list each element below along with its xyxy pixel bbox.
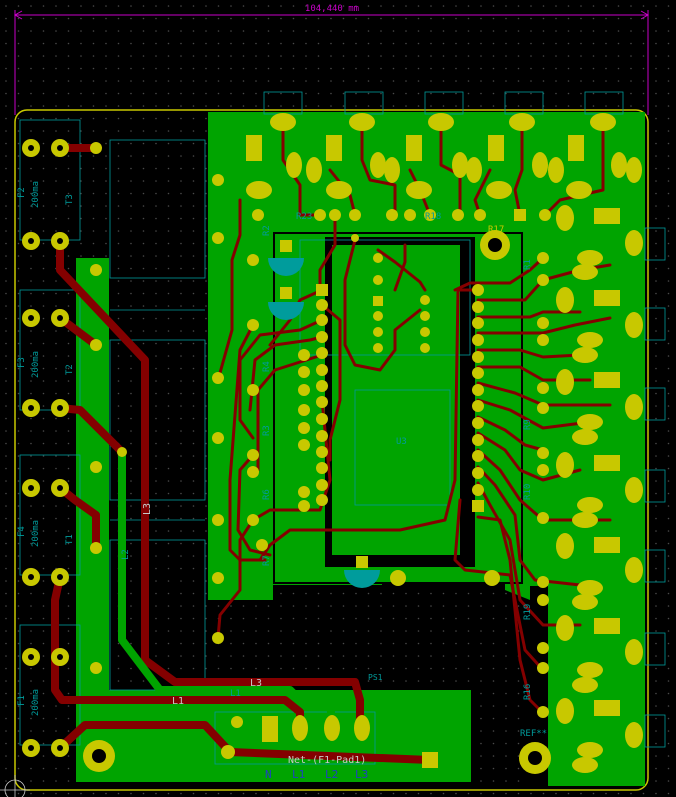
u3-left-header — [298, 284, 328, 512]
label-r4: R4 — [262, 361, 272, 372]
label-u3: U3 — [396, 437, 407, 447]
fuse-f2-ref: F2 — [17, 187, 27, 198]
trace-label-l3-vertical: L3 — [142, 503, 153, 515]
u3-inner-pour — [332, 245, 460, 555]
label-r23: R23 — [296, 212, 312, 222]
label-r1: R1 — [523, 259, 533, 270]
traces — [51, 120, 612, 764]
label-r19: R19 — [523, 604, 533, 620]
net-label: Net-(F1-Pad1) — [288, 755, 366, 766]
trace-label-l1: L1 — [172, 696, 184, 707]
trace-labels: L3 L1 L3 Net-(F1-Pad1) — [142, 503, 366, 766]
board-outline — [14, 109, 649, 791]
label-r18: R18 — [425, 212, 441, 222]
label-r9: R9 — [523, 419, 533, 430]
fuse-f3-ref: F3 — [17, 357, 27, 368]
dimension-annotation — [13, 10, 650, 115]
label-r2: R2 — [262, 225, 272, 236]
fuse-f4-ref: F4 — [17, 526, 27, 537]
fuse-f2-rating: 200ma — [31, 181, 41, 208]
l2-trace — [118, 452, 336, 727]
label-l1: L1 — [230, 689, 241, 699]
fuse-f3-rating: 200ma — [31, 351, 41, 378]
label-r10: R10 — [523, 484, 533, 500]
silk-labels: F2 200ma T3 F3 200ma T2 F4 200ma T1 F1 2… — [17, 181, 547, 739]
power-labels: N L1 L2 L3 — [265, 768, 368, 781]
power-label-n: N — [265, 768, 272, 781]
label-r16: R16 — [523, 684, 533, 700]
label-r3: R3 — [262, 425, 272, 436]
fuse-f1-ref: F1 — [17, 695, 27, 706]
dimension-text: 104,440 mm — [305, 4, 359, 14]
origin-marker — [0, 775, 30, 797]
power-label-l2: L2 — [325, 768, 338, 781]
trace-label-l3: L3 — [250, 678, 262, 689]
label-ps1: PS1 — [368, 673, 383, 682]
fuse-f1-rating: 200ma — [31, 689, 41, 716]
fuse-f4-trans: T1 — [65, 534, 75, 545]
label-ref: REF** — [520, 729, 547, 739]
fuse-f2-trans: T3 — [65, 194, 75, 205]
u3-right-header — [472, 284, 484, 512]
power-label-l3: L3 — [355, 768, 368, 781]
power-label-l1: L1 — [292, 768, 305, 781]
label-r17: R17 — [488, 225, 504, 235]
capacitor-silk — [268, 258, 380, 588]
fuse-f4-rating: 200ma — [31, 520, 41, 547]
fuse-f3-trans: T2 — [65, 364, 75, 375]
label-l2: L2 — [121, 549, 131, 560]
label-r6: R6 — [262, 489, 272, 500]
drill-holes — [28, 145, 542, 765]
label-r7: R7 — [262, 555, 272, 566]
